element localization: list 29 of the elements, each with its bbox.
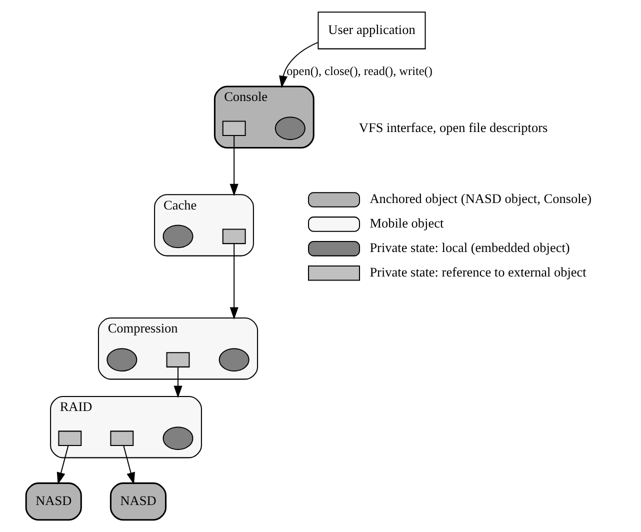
legend-label: Anchored object (NASD object, Console)	[370, 191, 592, 206]
arrow	[230, 136, 238, 196]
node-box	[110, 430, 134, 446]
node-box: NASD	[110, 482, 167, 521]
node-box	[58, 430, 82, 446]
legend-label: Mobile object	[370, 216, 444, 231]
label: VFS interface, open file descriptors	[358, 120, 548, 135]
arrow	[56, 446, 69, 485]
node-circle	[162, 426, 194, 450]
arrow	[174, 367, 182, 398]
cluster: Compression	[98, 318, 258, 380]
arrow	[230, 244, 238, 320]
node-box	[222, 228, 246, 244]
cluster: RAID	[50, 396, 202, 458]
edge-label: open(), close(), read(), write()	[286, 64, 432, 78]
node-circle	[218, 348, 250, 372]
node-circle	[274, 116, 306, 140]
arrow	[123, 446, 135, 485]
legend-label: Private state: reference to external object	[370, 264, 586, 280]
cluster: Cache	[154, 194, 254, 256]
node-box: User application	[318, 12, 426, 50]
node-box: NASD	[25, 482, 82, 521]
arrow	[279, 42, 318, 88]
node-box	[166, 352, 190, 368]
cluster: Console	[214, 86, 314, 148]
legend-label: Private state: local (embedded object)	[370, 240, 570, 256]
node-circle	[106, 348, 138, 372]
node-circle	[162, 224, 194, 248]
node-box	[222, 120, 246, 136]
